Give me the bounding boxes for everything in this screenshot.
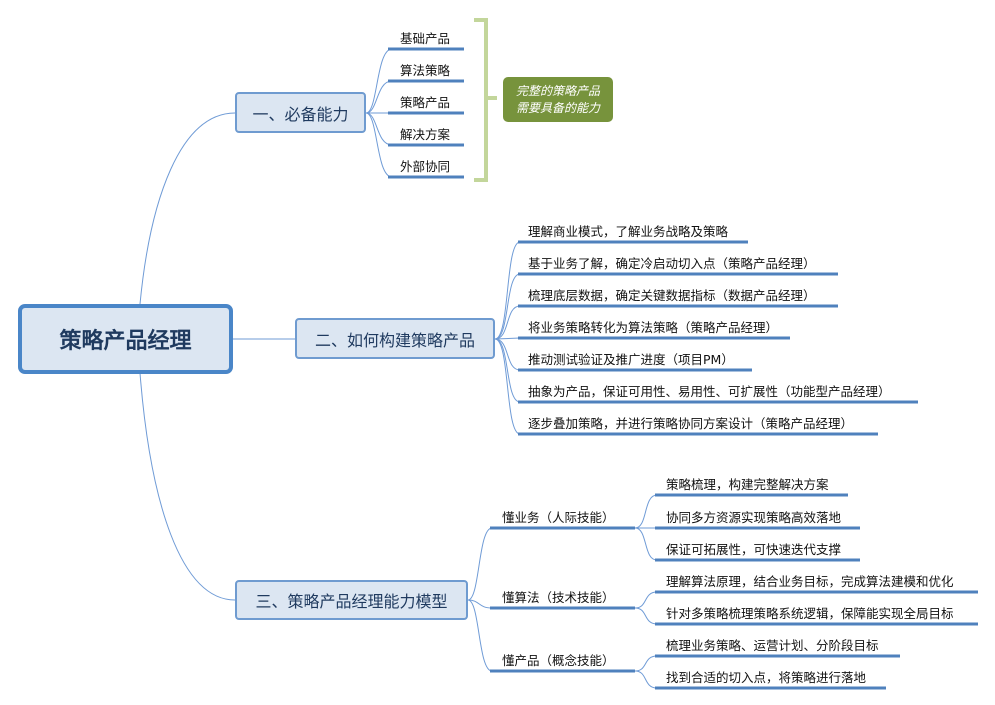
leaf-node[interactable]: 理解商业模式，了解业务战略及策略 <box>528 224 729 239</box>
leaf-node[interactable]: 策略梳理，构建完整解决方案 <box>666 477 829 492</box>
branch-label: 三、策略产品经理能力模型 <box>255 592 448 611</box>
leaf-node[interactable]: 推动测试验证及推广进度（项目PM） <box>528 352 734 367</box>
branch-node-build-strategy[interactable]: 二、如何构建策略产品 <box>295 318 495 359</box>
leaf-node[interactable]: 策略产品 <box>400 95 451 110</box>
leaf-node[interactable]: 算法策略 <box>400 63 451 78</box>
leaf-node[interactable]: 基础产品 <box>400 31 451 46</box>
summary-callout[interactable]: 完整的策略产品 需要具备的能力 <box>503 77 613 122</box>
branch-node-ability-model[interactable]: 三、策略产品经理能力模型 <box>235 580 468 620</box>
callout-line: 需要具备的能力 <box>515 100 600 115</box>
root-label: 策略产品经理 <box>59 329 192 354</box>
leaf-node[interactable]: 基于业务了解，确定冷启动切入点（策略产品经理） <box>528 256 816 271</box>
leaf-node[interactable]: 逐步叠加策略，并进行策略协同方案设计（策略产品经理） <box>528 416 854 431</box>
leaf-node[interactable]: 针对多策略梳理策略系统逻辑，保障能实现全局目标 <box>666 606 954 621</box>
leaf-node[interactable]: 外部协同 <box>400 159 451 174</box>
branch-label: 二、如何构建策略产品 <box>314 330 475 350</box>
leaf-node[interactable]: 协同多方资源实现策略高效落地 <box>666 510 842 525</box>
leaf-node[interactable]: 梳理业务策略、运营计划、分阶段目标 <box>666 638 879 653</box>
leaf-node[interactable]: 解决方案 <box>400 127 451 142</box>
branch-node-required-abilities[interactable]: 一、必备能力 <box>235 92 366 133</box>
leaf-node[interactable]: 抽象为产品，保证可用性、易用性、可扩展性（功能型产品经理） <box>528 384 891 399</box>
leaf-node[interactable]: 保证可拓展性，可快速迭代支撑 <box>666 542 842 557</box>
sub-node[interactable]: 懂算法（技术技能） <box>502 590 615 605</box>
leaf-node[interactable]: 理解算法原理，结合业务目标，完成算法建模和优化 <box>666 574 954 589</box>
sub-node[interactable]: 懂业务（人际技能） <box>502 510 615 525</box>
root-node[interactable]: 策略产品经理 <box>18 304 233 374</box>
leaf-node[interactable]: 找到合适的切入点，将策略进行落地 <box>666 670 867 685</box>
leaf-node[interactable]: 将业务策略转化为算法策略（策略产品经理） <box>528 320 779 335</box>
sub-node[interactable]: 懂产品（概念技能） <box>502 653 615 668</box>
branch-label: 一、必备能力 <box>252 104 349 124</box>
callout-line: 完整的策略产品 <box>515 83 600 98</box>
leaf-node[interactable]: 梳理底层数据，确定关键数据指标（数据产品经理） <box>528 288 816 303</box>
summary-bracket <box>474 18 497 182</box>
